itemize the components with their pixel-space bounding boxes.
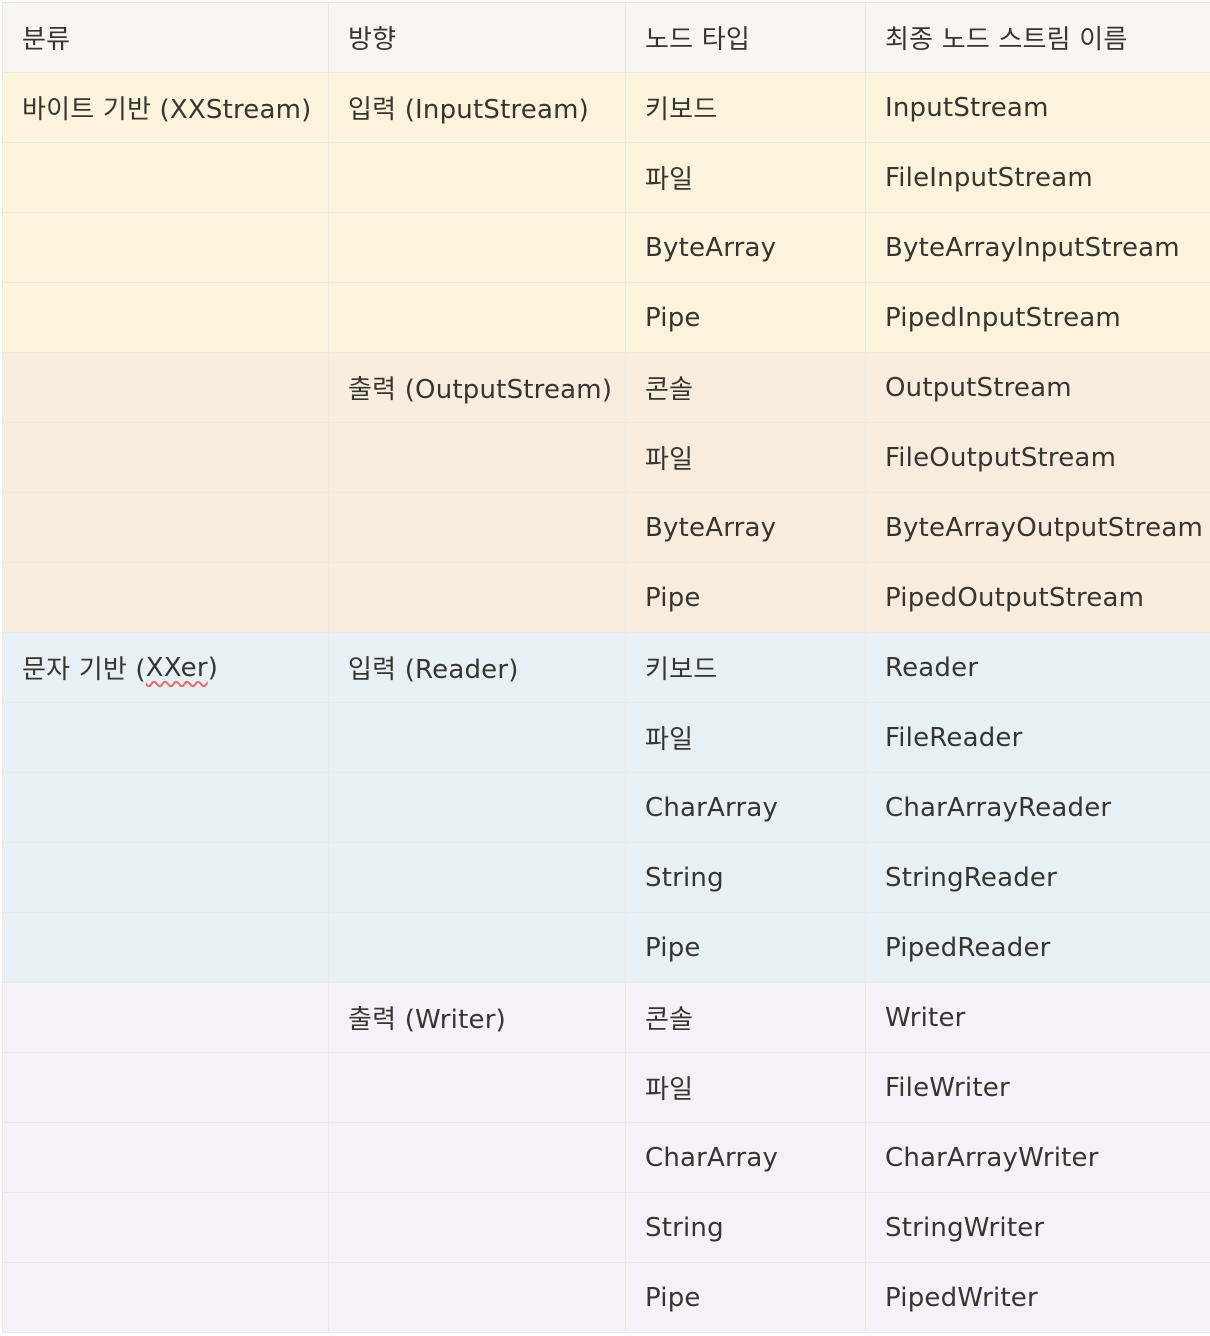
cell-category[interactable]: 문자 기반 (XXer) [3, 633, 329, 702]
cell-node-type[interactable]: ByteArray [626, 493, 866, 562]
cell-stream-name[interactable]: FileInputStream [866, 143, 1210, 212]
cell-stream-name[interactable]: PipedWriter [866, 1263, 1210, 1332]
cell-category[interactable] [3, 1123, 329, 1192]
cell-stream-name[interactable]: FileOutputStream [866, 423, 1210, 492]
cell-category[interactable] [3, 283, 329, 352]
cell-node-type[interactable]: String [626, 843, 866, 912]
cell-node-type[interactable]: ByteArray [626, 213, 866, 282]
cell-category[interactable] [3, 493, 329, 562]
category-text-suffix: ) [207, 652, 219, 683]
cell-node-type[interactable]: 파일 [626, 143, 866, 212]
cell-category[interactable] [3, 1263, 329, 1332]
cell-node-type[interactable]: 키보드 [626, 73, 866, 142]
cell-stream-name[interactable]: Writer [866, 983, 1210, 1052]
cell-category[interactable] [3, 423, 329, 492]
cell-stream-name[interactable]: PipedOutputStream [866, 563, 1210, 632]
cell-category[interactable] [3, 213, 329, 282]
cell-stream-name[interactable]: ByteArrayOutputStream [866, 493, 1210, 562]
cell-stream-name[interactable]: CharArrayWriter [866, 1123, 1210, 1192]
cell-direction[interactable] [329, 1263, 626, 1332]
cell-stream-name[interactable]: StringReader [866, 843, 1210, 912]
cell-node-type[interactable]: Pipe [626, 283, 866, 352]
cell-stream-name[interactable]: ByteArrayInputStream [866, 213, 1210, 282]
cell-category[interactable] [3, 1193, 329, 1262]
cell-direction[interactable]: 출력 (OutputStream) [329, 353, 626, 422]
table-header-row: 분류 방향 노드 타입 최종 노드 스트림 이름 [3, 3, 1210, 73]
cell-category[interactable]: 바이트 기반 (XXStream) [3, 73, 329, 142]
cell-node-type[interactable]: 키보드 [626, 633, 866, 702]
cell-stream-name[interactable]: Reader [866, 633, 1210, 702]
cell-direction[interactable] [329, 493, 626, 562]
category-text-prefix: 문자 기반 ( [22, 655, 146, 685]
cell-node-type[interactable]: 콘솔 [626, 353, 866, 422]
cell-node-type[interactable]: 파일 [626, 423, 866, 492]
cell-node-type[interactable]: CharArray [626, 1123, 866, 1192]
cell-stream-name[interactable]: FileWriter [866, 1053, 1210, 1122]
cell-node-type[interactable]: 파일 [626, 1053, 866, 1122]
cell-node-type[interactable]: Pipe [626, 913, 866, 982]
header-direction[interactable]: 방향 [329, 3, 626, 72]
cell-category[interactable] [3, 703, 329, 772]
cell-stream-name[interactable]: InputStream [866, 73, 1210, 142]
cell-direction[interactable] [329, 1193, 626, 1262]
spellcheck-underlined-word: XXer [145, 652, 208, 683]
cell-node-type[interactable]: 파일 [626, 703, 866, 772]
cell-stream-name[interactable]: PipedReader [866, 913, 1210, 982]
cell-category[interactable] [3, 843, 329, 912]
cell-direction[interactable] [329, 1053, 626, 1122]
cell-category[interactable] [3, 143, 329, 212]
cell-direction[interactable] [329, 773, 626, 842]
cell-direction[interactable] [329, 423, 626, 492]
cell-direction[interactable] [329, 913, 626, 982]
cell-direction[interactable] [329, 213, 626, 282]
cell-node-type[interactable]: 콘솔 [626, 983, 866, 1052]
cell-node-type[interactable]: String [626, 1193, 866, 1262]
cell-category[interactable] [3, 983, 329, 1052]
cell-stream-name[interactable]: OutputStream [866, 353, 1210, 422]
cell-direction[interactable]: 입력 (Reader) [329, 633, 626, 702]
cell-direction[interactable] [329, 1123, 626, 1192]
cell-node-type[interactable]: Pipe [626, 1263, 866, 1332]
cell-node-type[interactable]: CharArray [626, 773, 866, 842]
header-node-type[interactable]: 노드 타입 [626, 3, 866, 72]
header-category[interactable]: 분류 [3, 3, 329, 72]
cell-direction[interactable]: 입력 (InputStream) [329, 73, 626, 142]
cell-category[interactable] [3, 1053, 329, 1122]
cell-direction[interactable] [329, 703, 626, 772]
cell-category[interactable] [3, 913, 329, 982]
cell-stream-name[interactable]: PipedInputStream [866, 283, 1210, 352]
cell-direction[interactable] [329, 843, 626, 912]
cell-category[interactable] [3, 353, 329, 422]
cell-direction[interactable] [329, 563, 626, 632]
cell-category[interactable] [3, 773, 329, 842]
cell-direction[interactable] [329, 143, 626, 212]
header-stream-name[interactable]: 최종 노드 스트림 이름 [866, 3, 1210, 72]
cell-direction[interactable]: 출력 (Writer) [329, 983, 626, 1052]
cell-stream-name[interactable]: CharArrayReader [866, 773, 1210, 842]
cell-stream-name[interactable]: FileReader [866, 703, 1210, 772]
cell-stream-name[interactable]: StringWriter [866, 1193, 1210, 1262]
cell-node-type[interactable]: Pipe [626, 563, 866, 632]
cell-category[interactable] [3, 563, 329, 632]
cell-direction[interactable] [329, 283, 626, 352]
